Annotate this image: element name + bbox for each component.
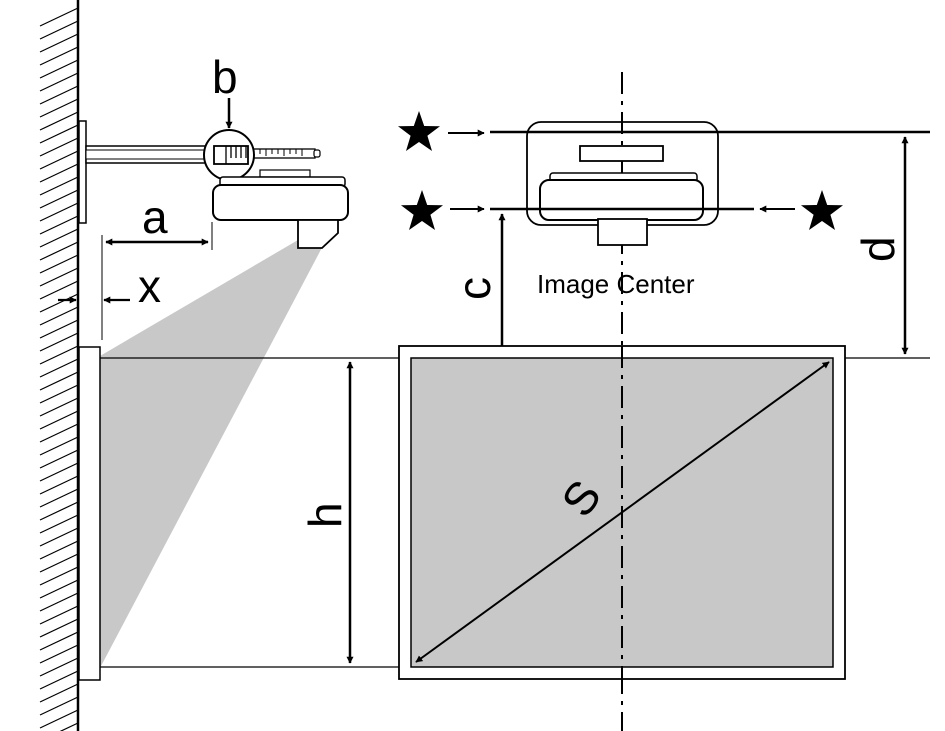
label-image-center: Image Center [537,269,695,299]
wall-hatch-line [39,7,79,27]
label-h: h [299,502,351,528]
wall-hatch-line [39,423,79,443]
wall-hatch-line [39,657,79,677]
projector-front-view [526,121,719,246]
wall-hatch-line [39,514,79,534]
wall-hatch-line [39,501,79,521]
star-icon [401,190,443,230]
wall-hatch-line [39,176,79,196]
wall-mount [78,120,321,224]
wall-hatch-line [39,345,79,365]
label-x: x [138,260,161,312]
dimension-a [101,222,213,340]
wall-hatch-line [39,683,79,703]
wall-hatch-line [39,605,79,625]
wall-hatch-line [39,462,79,482]
wall-hatch-line [39,228,79,248]
wall-hatch-line [39,371,79,391]
wall-hatch-line [39,670,79,690]
wall-hatch-line [39,137,79,157]
star-marker-right [759,190,843,230]
wall-hatch-line [39,124,79,144]
wall-hatch-line [39,202,79,222]
wall-hatch-line [39,267,79,287]
wall-hatch-line [39,358,79,378]
dimension-s [415,361,830,663]
label-d: d [852,236,904,262]
wall-hatch-line [39,488,79,508]
wall-hatch-line [39,280,79,300]
wall-hatch-line [39,254,79,274]
star-marker-left [401,190,485,230]
wall-hatch-line [39,306,79,326]
wall-hatch-line [39,475,79,495]
screen-side-view [78,346,101,681]
star-icon [801,190,843,230]
wall-hatch-line [39,527,79,547]
label-b: b [212,51,238,103]
wall-hatch-line [39,111,79,131]
wall-hatch-line [39,189,79,209]
wall-hatch-line [39,59,79,79]
wall-hatch-line [39,33,79,53]
wall [39,0,80,731]
wall-hatch-line [39,592,79,612]
projector-side-view [212,169,349,249]
wall-hatch-line [39,319,79,339]
wall-hatch-line [39,540,79,560]
wall-hatch-line [39,98,79,118]
wall-hatch-line [39,72,79,92]
wall-hatch-line [39,410,79,430]
label-c: c [448,277,500,300]
wall-hatch-line [39,150,79,170]
wall-hatch-line [39,553,79,573]
star-icon [398,111,440,151]
wall-hatch-line [39,384,79,404]
wall-hatch-line [39,436,79,456]
wall-hatch-line [39,85,79,105]
projection-beam [100,240,326,668]
wall-hatch-line [39,566,79,586]
wall-hatch-line [39,397,79,417]
wall-hatch-line [39,709,79,729]
star-marker-top [398,111,485,151]
wall-hatch-line [59,722,79,731]
wall-hatch-line [39,332,79,352]
wall-hatch-line [39,241,79,261]
wall-hatch-line [39,696,79,716]
wall-hatch-line [39,215,79,235]
wall-hatch-line [39,631,79,651]
wall-hatch-line [39,449,79,469]
wall-hatch-line [39,618,79,638]
label-a: a [142,191,168,243]
wall-hatch-line [39,644,79,664]
wall-hatch-line [39,579,79,599]
wall-hatch-line [39,46,79,66]
wall-hatch-line [39,20,79,40]
wall-hatch-line [39,163,79,183]
